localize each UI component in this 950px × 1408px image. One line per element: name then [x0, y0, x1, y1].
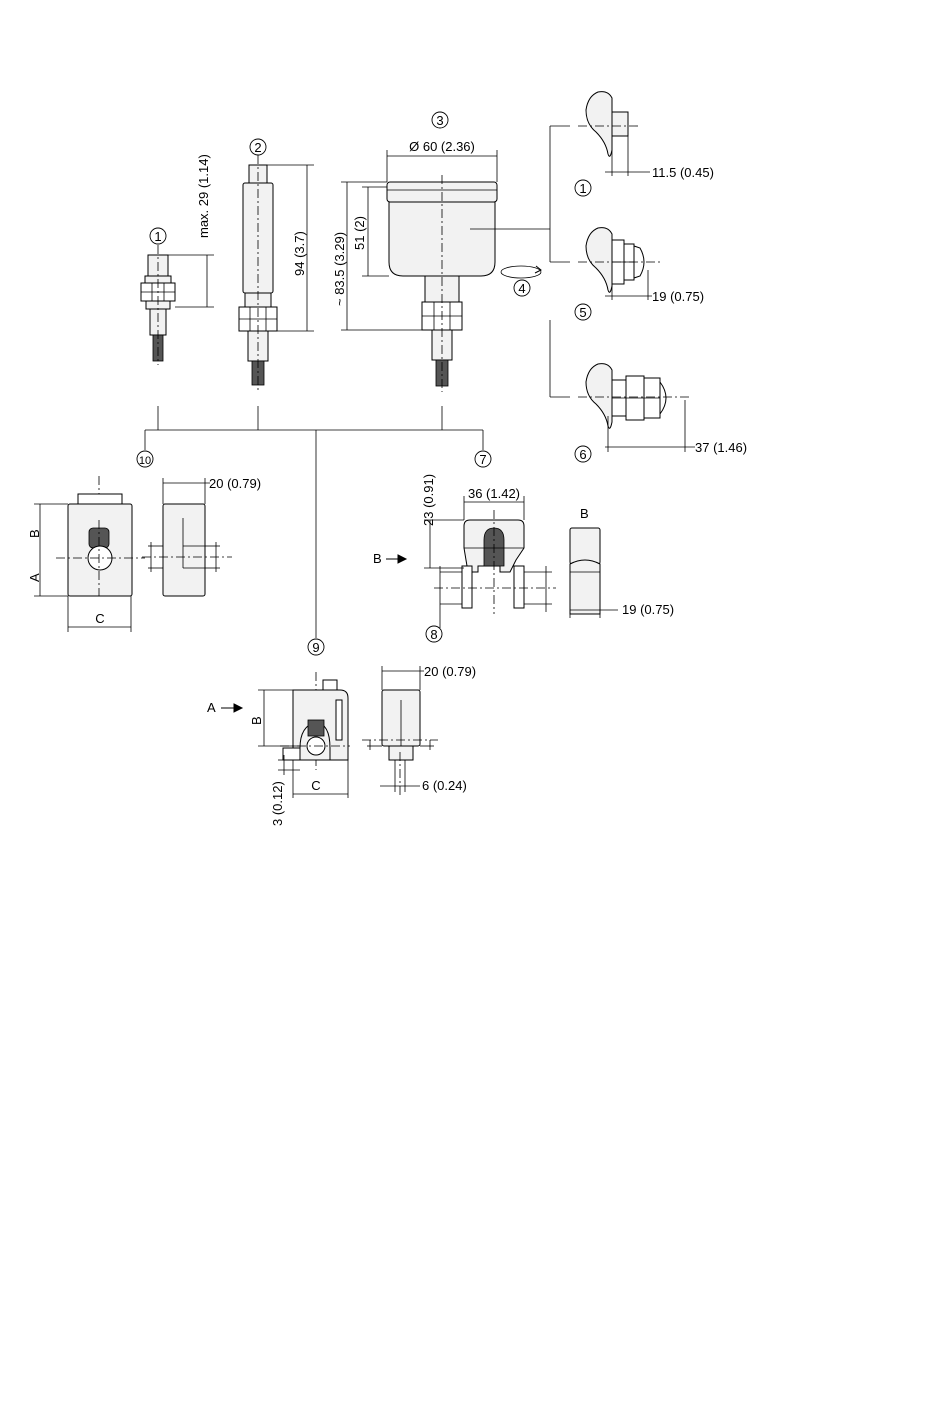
callout-2: 2 [250, 139, 266, 155]
rotation-arrow-icon [501, 266, 541, 278]
callout-4: 4 [514, 280, 530, 296]
label-b1: B [27, 529, 42, 538]
dim-37-text: 37 (1.46) [695, 440, 747, 455]
accessory-10-side: 20 (0.79) [142, 476, 261, 596]
dim-51-text: 51 (2) [352, 216, 367, 250]
dim-c1: C [68, 596, 131, 632]
callout-2-text: 2 [254, 140, 261, 155]
dim-3: 3 (0.12) [270, 755, 300, 826]
dim-94: 94 (3.7) [267, 165, 314, 331]
label-b-view: B [580, 506, 589, 521]
connector-variant-5: 19 (0.75) 5 [575, 228, 704, 320]
dim-94-text: 94 (3.7) [292, 231, 307, 276]
callout-4-text: 4 [518, 281, 525, 296]
accessory-7-front [434, 510, 556, 628]
dim-c2: C [293, 760, 348, 798]
callout-8-text: 8 [430, 627, 437, 642]
dim-b2: B [249, 690, 300, 746]
accessory-9-side: 20 (0.79) 6 (0.24) [362, 664, 476, 796]
callout-5-text: 5 [579, 305, 586, 320]
view-arrow-a: A [207, 700, 242, 715]
dim-19a-text: 19 (0.75) [652, 289, 704, 304]
sensor-1-small [141, 245, 175, 365]
dim-max29-text: max. 29 (1.14) [196, 154, 211, 238]
label-c2: C [311, 778, 320, 793]
callout-1b-text: 1 [579, 181, 586, 196]
dim-6-text: 6 (0.24) [422, 778, 467, 793]
label-b2: B [249, 716, 264, 725]
callout-7: 7 [475, 451, 491, 467]
accessory-10-front [56, 476, 145, 596]
callout-3-text: 3 [436, 113, 443, 128]
label-a2: A [207, 700, 216, 715]
sensor-3-housing [387, 175, 497, 392]
sensor-2-long [239, 155, 277, 390]
dim-51: 51 (2) [352, 187, 389, 276]
callout-9-text: 9 [312, 640, 319, 655]
callout-8: 8 [426, 626, 442, 642]
callout-1: 1 [150, 228, 166, 244]
callout-7-text: 7 [479, 452, 486, 467]
callout-6-text: 6 [579, 447, 586, 462]
dim-835-text: ~ 83.5 (3.29) [332, 232, 347, 306]
connector-variant-6: 37 (1.46) 6 [575, 364, 747, 462]
dim-20b-text: 20 (0.79) [424, 664, 476, 679]
dim-23: 23 (0.91) [421, 474, 464, 568]
label-c1: C [95, 611, 104, 626]
view-arrow-b: B [373, 551, 406, 566]
callout-10-text: 10 [139, 455, 151, 467]
dim-20a-text: 20 (0.79) [209, 476, 261, 491]
dim-3-text: 3 (0.12) [270, 781, 285, 826]
dim-36-text: 36 (1.42) [468, 486, 520, 501]
accessory-7-view-b: B 19 (0.75) [570, 506, 674, 618]
dim-a1: B A [27, 504, 68, 596]
callout-10: 10 [137, 451, 153, 467]
dim-dia60-text: Ø 60 (2.36) [409, 139, 475, 154]
accessory-9-front [280, 672, 350, 770]
callout-1-text: 1 [154, 229, 161, 244]
dim-19b-text: 19 (0.75) [622, 602, 674, 617]
dim-23-text: 23 (0.91) [421, 474, 436, 526]
label-a1: A [27, 573, 42, 582]
dim-115-text: 11.5 (0.45) [652, 165, 714, 180]
callout-3: 3 [432, 112, 448, 128]
callout-9: 9 [308, 639, 324, 655]
connector-variant-1: 11.5 (0.45) 1 [575, 92, 714, 196]
label-b-arrow: B [373, 551, 382, 566]
